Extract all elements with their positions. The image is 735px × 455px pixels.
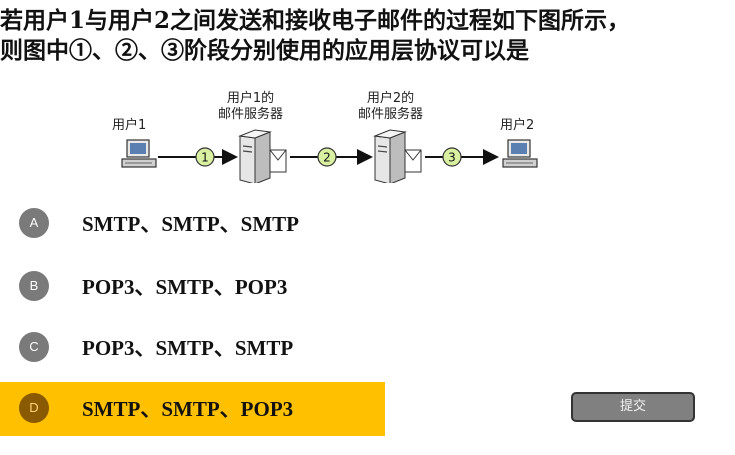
option-d[interactable]: D SMTP、SMTP、POP3	[0, 382, 385, 436]
option-c-text: POP3、SMTP、SMTP	[82, 336, 294, 360]
option-a-text: SMTP、SMTP、SMTP	[82, 212, 300, 236]
question-line-2: 则图中①、②、③阶段分别使用的应用层协议可以是	[0, 37, 529, 64]
option-d-text: SMTP、SMTP、POP3	[82, 397, 294, 421]
step-2-number: 2	[323, 151, 331, 165]
user1-computer-icon	[121, 139, 157, 168]
option-c[interactable]: C POP3、SMTP、SMTP	[0, 321, 385, 375]
submit-button[interactable]: 提交	[571, 392, 695, 422]
diagram-graphics: 1 2 3	[121, 129, 538, 183]
option-b[interactable]: B POP3、SMTP、POP3	[0, 260, 385, 314]
server2-icon	[373, 129, 422, 183]
server2-label: 用户2的 邮件服务器	[358, 91, 424, 122]
option-a-badge: A	[19, 208, 49, 238]
user2-label: 用户2	[500, 118, 535, 133]
option-c-badge: C	[19, 332, 49, 362]
question-line-1: 若用户1与用户2之间发送和接收电子邮件的过程如下图所示，	[0, 7, 631, 34]
option-b-text: POP3、SMTP、POP3	[82, 275, 288, 299]
server1-label: 用户1的 邮件服务器	[218, 91, 284, 122]
step-1-marker: 1	[195, 147, 215, 167]
user1-label: 用户1	[112, 118, 147, 133]
step-2-marker: 2	[317, 147, 337, 167]
user2-computer-icon	[502, 139, 538, 168]
server1-icon	[238, 129, 287, 183]
question-text: 若用户1与用户2之间发送和接收电子邮件的过程如下图所示， 则图中①、②、③阶段分…	[0, 6, 735, 66]
option-a[interactable]: A SMTP、SMTP、SMTP	[0, 197, 385, 251]
option-d-badge: D	[19, 393, 49, 423]
option-b-badge: B	[19, 271, 49, 301]
step-1-number: 1	[201, 151, 209, 165]
step-3-marker: 3	[442, 147, 462, 167]
step-3-number: 3	[448, 151, 456, 165]
email-flow-diagram: 用户1 用户1的 邮件服务器 用户2的 邮件服务器 用户2	[100, 88, 570, 183]
